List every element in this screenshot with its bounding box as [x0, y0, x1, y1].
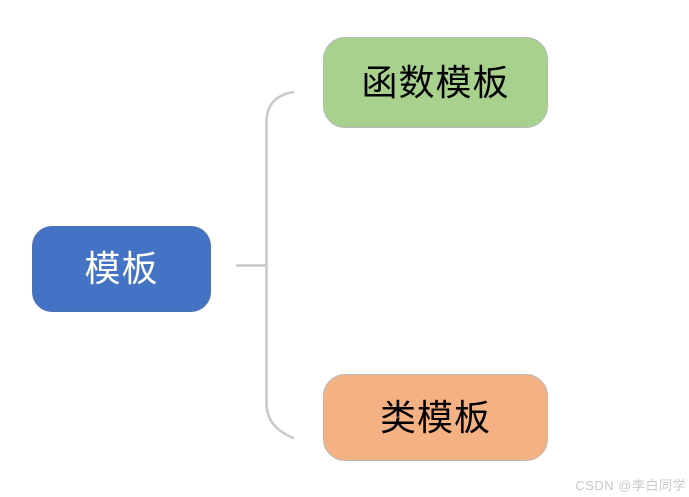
connector-brace — [265, 90, 295, 440]
connector-group — [235, 90, 295, 440]
node-function-template: 函数模板 — [323, 37, 548, 128]
node-class-template: 类模板 — [323, 374, 548, 461]
node-function-template-label: 函数模板 — [361, 61, 510, 103]
node-template: 模板 — [32, 226, 211, 312]
watermark: CSDN @李白同学 — [575, 478, 686, 493]
node-class-template-label: 类模板 — [379, 396, 491, 438]
node-template-label: 模板 — [84, 248, 159, 289]
